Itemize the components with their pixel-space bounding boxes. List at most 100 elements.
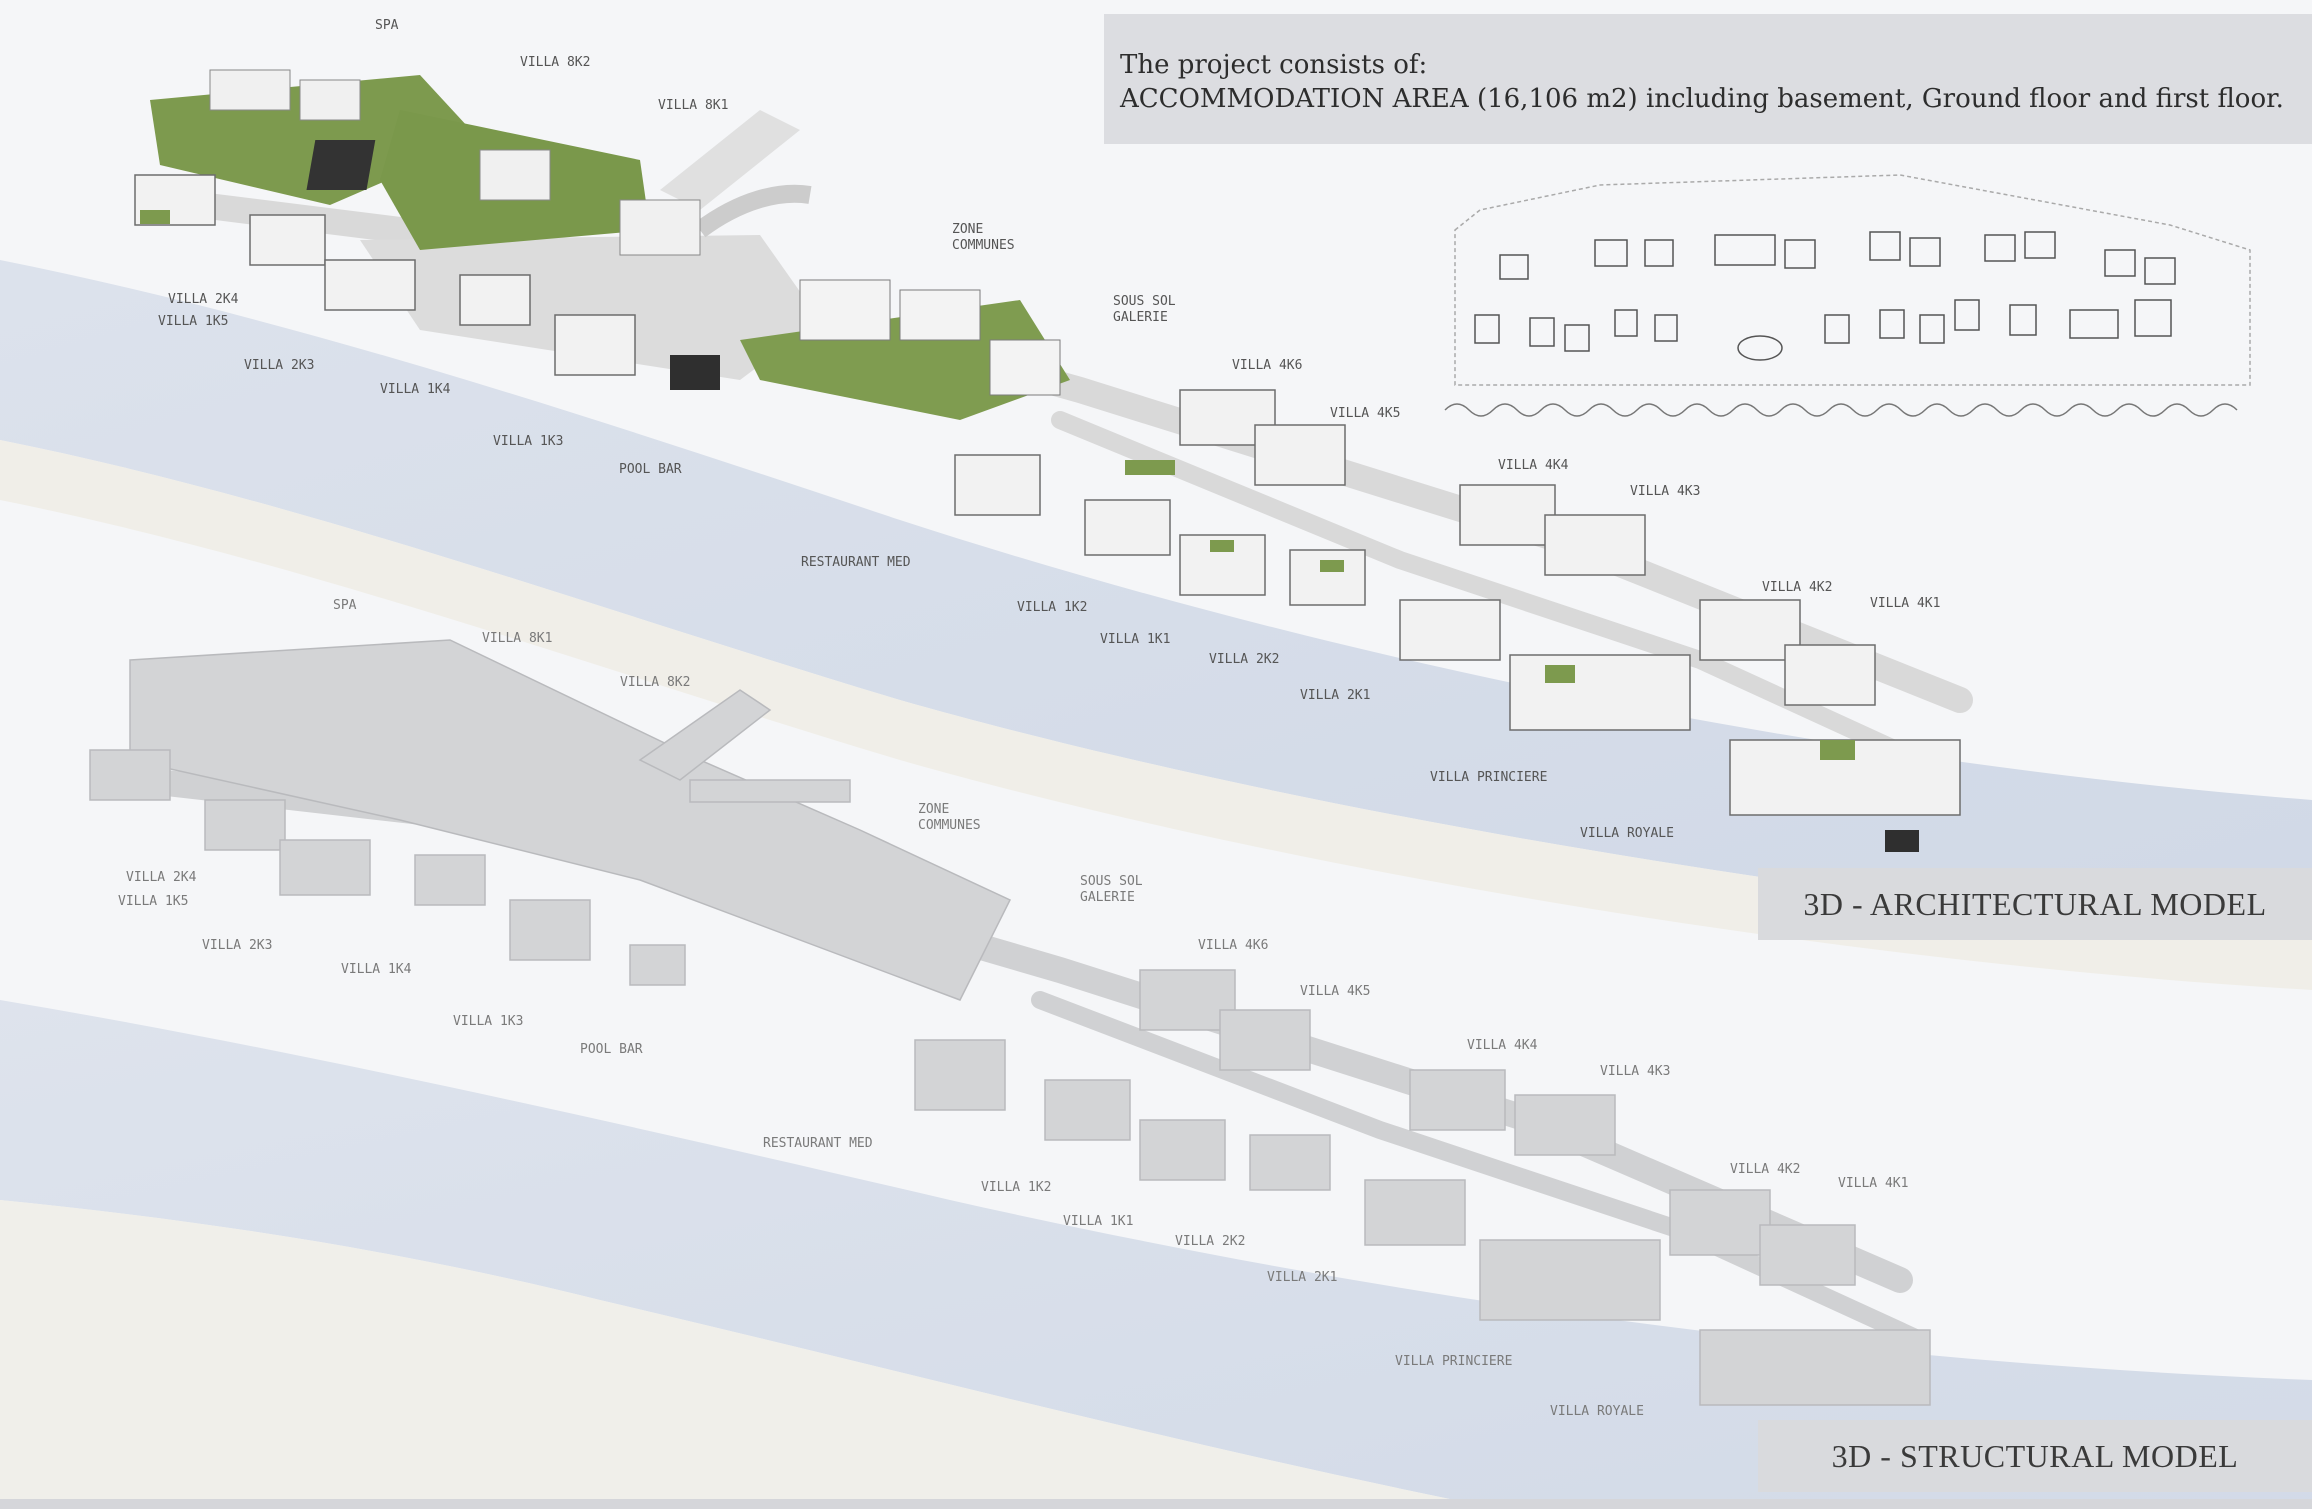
arch-villa-2k3 — [324, 259, 416, 311]
label-villa-2k2: VILLA 2K2 — [1175, 1234, 1246, 1249]
struct-villa-2k1 — [1364, 1179, 1466, 1246]
label-villa-1k4: VILLA 1K4 — [380, 382, 451, 397]
struct-villa-princiere — [1479, 1239, 1661, 1321]
struct-villa-4k2 — [1669, 1189, 1771, 1256]
struct-main-block — [129, 639, 1012, 1001]
shoreline-waves — [1444, 403, 2238, 417]
label-spa: SPA — [333, 598, 357, 613]
label-villa-2k1: VILLA 2K1 — [1300, 688, 1371, 703]
label-villa-2k3: VILLA 2K3 — [244, 358, 315, 373]
site-plan-inset — [1444, 174, 2251, 417]
label-villa-1k5: VILLA 1K5 — [118, 894, 189, 909]
project-description-box: The project consists of: ACCOMMODATION A… — [1104, 14, 2312, 144]
arch-villa-1k2 — [1084, 499, 1171, 556]
label-spa: SPA — [375, 18, 399, 33]
label-villa-1k1: VILLA 1K1 — [1100, 632, 1171, 647]
label-pool-bar: POOL BAR — [619, 462, 682, 477]
label-villa-8k1: VILLA 8K1 — [658, 98, 729, 113]
label-villa-4k6: VILLA 4K6 — [1198, 938, 1269, 953]
struct-villa-1k3 — [509, 899, 591, 961]
struct-villa-1k4 — [414, 854, 486, 906]
label-villa-2k4: VILLA 2K4 — [126, 870, 197, 885]
label-villa-8k2: VILLA 8K2 — [520, 55, 591, 70]
arch-villa-2k1 — [1399, 599, 1501, 661]
struct-villa-4k3 — [1514, 1094, 1616, 1156]
label-villa-1k5: VILLA 1K5 — [158, 314, 229, 329]
label-villa-2k4: VILLA 2K4 — [168, 292, 239, 307]
label-villa-4k1: VILLA 4K1 — [1870, 596, 1941, 611]
label-villa-2k1: VILLA 2K1 — [1267, 1270, 1338, 1285]
struct-villa-1k2 — [1044, 1079, 1131, 1141]
struct-villa-royale — [1699, 1329, 1931, 1406]
struct-villa-2k3 — [279, 839, 371, 896]
label-villa-1k3: VILLA 1K3 — [453, 1014, 524, 1029]
label-restaurant-med: RESTAURANT MED — [801, 555, 911, 570]
label-villa-princiere: VILLA PRINCIERE — [1430, 770, 1548, 785]
arch-villa-4k4 — [1459, 484, 1556, 546]
label-pool-bar: POOL BAR — [580, 1042, 643, 1057]
sand-band-lower — [0, 1200, 1500, 1509]
label-villa-1k3: VILLA 1K3 — [493, 434, 564, 449]
label-zone-communes: ZONE COMMUNES — [918, 802, 981, 833]
arch-central-plaza — [360, 235, 820, 380]
struct-villa-4k5 — [1219, 1009, 1311, 1071]
struct-villa-4k4 — [1409, 1069, 1506, 1131]
label-villa-8k1: VILLA 8K1 — [482, 631, 553, 646]
label-villa-1k2: VILLA 1K2 — [1017, 600, 1088, 615]
site-boundary — [1454, 174, 2251, 386]
label-villa-1k2: VILLA 1K2 — [981, 1180, 1052, 1195]
label-villa-4k5: VILLA 4K5 — [1330, 406, 1401, 421]
arch-villa-4k2 — [1699, 599, 1801, 661]
label-villa-royale: VILLA ROYALE — [1550, 1404, 1644, 1419]
architectural-model-tag: 3D - ARCHITECTURAL MODEL — [1758, 868, 2312, 940]
label-villa-4k1: VILLA 4K1 — [1838, 1176, 1909, 1191]
label-villa-royale: VILLA ROYALE — [1580, 826, 1674, 841]
arch-pier — [660, 110, 800, 210]
arch-walkway-branch — [1051, 411, 1949, 779]
struct-pier-arm — [689, 779, 851, 803]
label-villa-4k5: VILLA 4K5 — [1300, 984, 1371, 999]
label-restaurant-med: RESTAURANT MED — [763, 1136, 873, 1151]
label-villa-4k6: VILLA 4K6 — [1232, 358, 1303, 373]
struct-restaurant-med — [914, 1039, 1006, 1111]
arch-villa-4k3 — [1544, 514, 1646, 576]
bottom-strip — [0, 1499, 2312, 1509]
struct-villa-2k4 — [89, 749, 171, 801]
description-line-1: The project consists of: — [1120, 50, 1428, 80]
structural-model-tag: 3D - STRUCTURAL MODEL — [1758, 1420, 2312, 1492]
label-villa-1k4: VILLA 1K4 — [341, 962, 412, 977]
label-villa-4k3: VILLA 4K3 — [1630, 484, 1701, 499]
arch-pool-bar — [670, 355, 720, 390]
struct-pier — [638, 689, 772, 781]
label-zone-communes: ZONE COMMUNES — [952, 222, 1015, 253]
description-line-2: ACCOMMODATION AREA (16,106 m2) including… — [1120, 84, 2284, 114]
arch-villa-1k3 — [554, 314, 636, 376]
label-villa-2k2: VILLA 2K2 — [1209, 652, 1280, 667]
struct-villa-4k1 — [1759, 1224, 1856, 1286]
arch-pier-curve — [694, 184, 812, 238]
arch-restaurant-med — [954, 454, 1041, 516]
label-sous-sol-galerie: SOUS SOL GALERIE — [1113, 294, 1176, 325]
structural-model — [89, 639, 1931, 1406]
label-villa-princiere: VILLA PRINCIERE — [1395, 1354, 1513, 1369]
label-villa-4k4: VILLA 4K4 — [1467, 1038, 1538, 1053]
label-sous-sol-galerie: SOUS SOL GALERIE — [1080, 874, 1143, 905]
arch-villa-1k4 — [459, 274, 531, 326]
label-villa-8k2: VILLA 8K2 — [620, 675, 691, 690]
struct-villa-4k6 — [1139, 969, 1236, 1031]
struct-villa-1k1 — [1139, 1119, 1226, 1181]
arch-villa-2k2 — [1289, 549, 1366, 606]
arch-villa-4k1 — [1784, 644, 1876, 706]
label-villa-4k2: VILLA 4K2 — [1730, 1162, 1801, 1177]
struct-pool-bar — [629, 944, 686, 986]
label-villa-4k2: VILLA 4K2 — [1762, 580, 1833, 595]
struct-villa-2k2 — [1249, 1134, 1331, 1191]
arch-villa-1k5 — [249, 214, 326, 266]
arch-villa-princiere — [1509, 654, 1691, 731]
architectural-model — [134, 69, 1973, 852]
struct-villa-1k5 — [204, 799, 286, 851]
arch-villa-4k5 — [1254, 424, 1346, 486]
label-villa-4k4: VILLA 4K4 — [1498, 458, 1569, 473]
label-villa-2k3: VILLA 2K3 — [202, 938, 273, 953]
